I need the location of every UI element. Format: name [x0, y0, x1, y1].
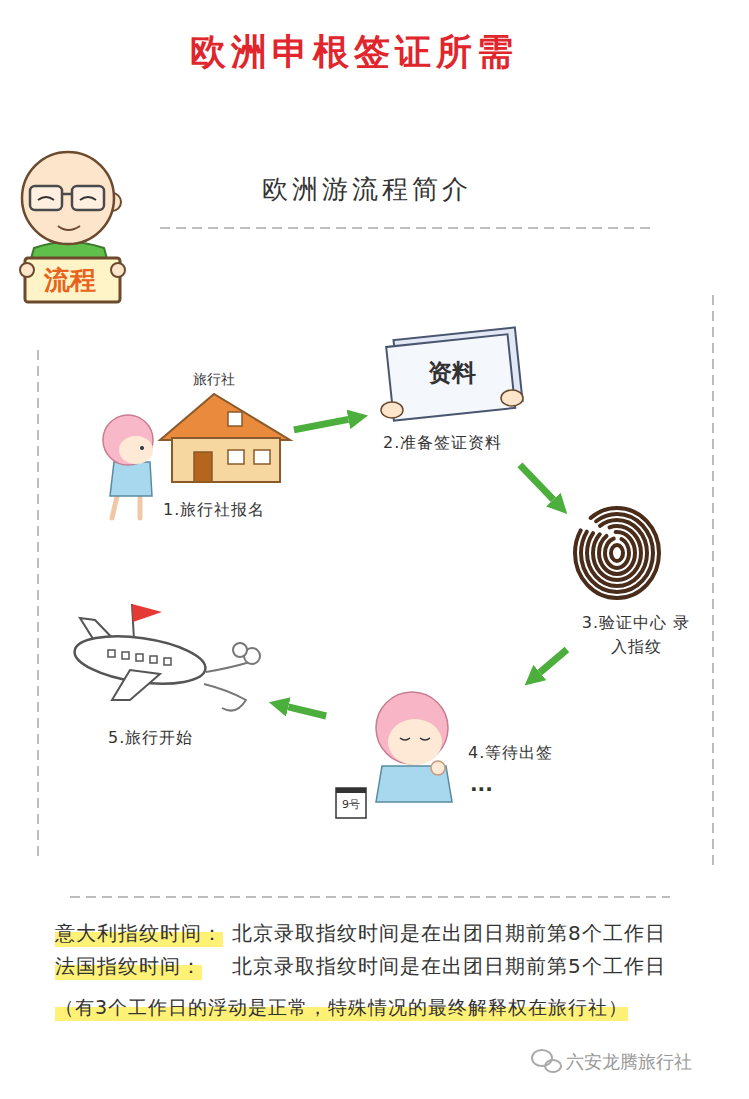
hand: [501, 390, 523, 406]
mascot-glasses: [62, 193, 72, 196]
document-sheets: [386, 327, 524, 420]
step-label: 3.验证中心 录入指纹: [580, 611, 692, 659]
fingerprint-ridge: [575, 508, 659, 598]
mascot-hand: [20, 263, 34, 277]
plane-window: [136, 654, 143, 661]
document-sheet: [386, 334, 515, 420]
flow-arrow: [294, 419, 349, 430]
step-label: 4.等待出签: [468, 741, 553, 765]
girl-eye: [140, 446, 144, 450]
dashed-rule: [37, 350, 39, 862]
house-label: 旅行社: [193, 371, 235, 389]
process-step: 3.验证中心 录入指纹: [570, 505, 708, 672]
waiting-dots: ...: [470, 772, 493, 796]
flow-arrow: [540, 650, 567, 673]
note-key: 法国指纹时间：: [55, 953, 202, 980]
fingerprint-ridge: [599, 532, 635, 574]
note-key: 意大利指纹时间：: [55, 920, 223, 947]
house-window: [228, 412, 242, 426]
fingerprint-ridge: [587, 520, 647, 586]
step-label: 1.旅行社报名: [163, 498, 265, 522]
fingerprint-ridge: [581, 514, 653, 592]
calendar: [336, 788, 366, 818]
fingerprint-ridge: [605, 538, 629, 568]
plane-window: [122, 652, 129, 659]
house-roof: [160, 394, 290, 440]
process-step: 2.准备签证资料: [372, 335, 540, 462]
calendar-bar: [336, 788, 366, 793]
watermark-icon: [532, 1050, 552, 1066]
house-window: [228, 450, 244, 464]
dashed-rule: [70, 896, 670, 898]
sign-board: [25, 258, 120, 302]
plane-window: [164, 658, 171, 665]
process-step: 5.旅行开始: [68, 595, 265, 760]
house-door: [194, 452, 212, 482]
fingerprint-ridge: [593, 526, 641, 580]
girl-face: [388, 719, 442, 765]
fingerprint: [575, 508, 659, 598]
step-label: 2.准备签证资料: [383, 431, 502, 455]
watermark-icon: [545, 1060, 561, 1072]
mascot-eyes: [38, 197, 96, 200]
plane-wing: [112, 670, 160, 700]
plane-window: [150, 656, 157, 663]
subtitle: 欧洲游流程简介: [262, 172, 472, 207]
process-step: 4.等待出签: [330, 688, 575, 805]
watermark: 六安龙腾旅行社: [566, 1050, 692, 1074]
mascot-mouth: [58, 226, 80, 230]
air-swirl: [204, 662, 250, 711]
note-text: 北京录取指纹时间是在出团日期前第8个工作日: [232, 920, 666, 947]
note-text: 北京录取指纹时间是在出团日期前第5个工作日: [232, 953, 666, 980]
girl-face: [119, 436, 153, 464]
dashed-rule: [160, 227, 655, 229]
fingerprint-ridge: [611, 545, 623, 561]
girl-hair: [103, 415, 153, 465]
girl-hair: [376, 692, 448, 764]
house-window: [254, 450, 270, 464]
cloud-puff: [233, 643, 247, 657]
girl-eyes: [400, 738, 430, 740]
hand: [381, 402, 403, 418]
step-label: 5.旅行开始: [108, 726, 193, 750]
flag: [132, 604, 162, 622]
house-wall: [172, 438, 280, 482]
calendar-label: 9号: [342, 797, 360, 812]
document-label: 资料: [428, 357, 476, 389]
plane-windows: [108, 650, 171, 665]
note-remark: （有3个工作日的浮动是正常，特殊情况的最终解释权在旅行社）: [55, 995, 628, 1021]
mascot-hand: [111, 263, 125, 277]
flow-arrow: [520, 465, 553, 500]
diagram-title: 欧洲申根签证所需: [190, 28, 518, 77]
mascot-head: [22, 152, 114, 244]
flow-arrow: [288, 707, 326, 716]
girl-hand: [431, 761, 445, 775]
plane-window: [108, 650, 115, 657]
process-step: 1.旅行社报名: [90, 372, 290, 528]
sign-text: 流程: [44, 263, 96, 298]
dashed-rule: [712, 295, 714, 866]
girl-body: [110, 462, 152, 496]
